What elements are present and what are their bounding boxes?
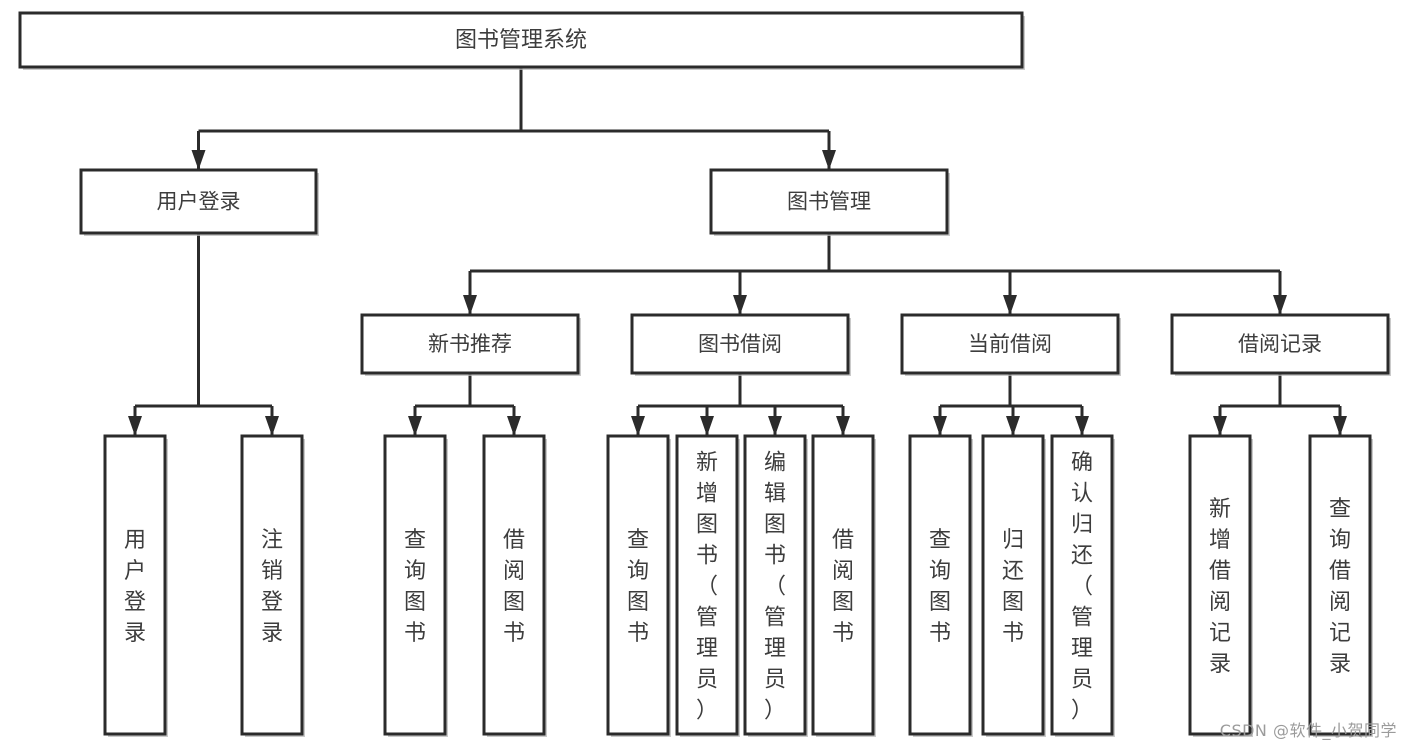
book-manage-arrow-1 xyxy=(733,295,747,315)
leaf-node-leaf-query-record[interactable] xyxy=(1310,436,1370,734)
leaf-node-leaf-query-book-1-rect xyxy=(383,434,447,736)
leaf-node-label-leaf-return-book: 归还图书 xyxy=(1002,528,1024,646)
level2-node-book-borrow[interactable] xyxy=(632,315,848,373)
leaf-node-leaf-borrow-book-1[interactable] xyxy=(484,436,544,734)
level1-node-label-book-manage: 图书管理 xyxy=(787,190,871,214)
root-arrow-0 xyxy=(191,150,206,170)
leaf-node-leaf-borrow-book-2[interactable] xyxy=(813,436,873,734)
leaf-node-label-leaf-query-book-1: 查询图书 xyxy=(404,528,426,646)
leaf-node-leaf-query-book-1[interactable] xyxy=(385,436,445,734)
leaf-node-label-leaf-logout: 注销登录 xyxy=(261,528,283,646)
root-node[interactable] xyxy=(20,13,1022,67)
current-borrow-arrow-2 xyxy=(1075,416,1089,436)
leaf-node-leaf-query-book-2-rect xyxy=(606,434,670,736)
level1-node-book-manage[interactable] xyxy=(711,170,947,233)
leaf-node-leaf-logout-rect xyxy=(240,434,304,736)
new-book-recommend-arrow-0 xyxy=(408,416,422,436)
user-login-arrow-1 xyxy=(265,416,279,436)
leaf-node-leaf-edit-book-rect xyxy=(743,434,807,736)
level2-node-book-borrow-rect xyxy=(630,313,850,375)
level2-node-borrow-record[interactable] xyxy=(1172,315,1388,373)
book-borrow-arrow-1 xyxy=(700,416,714,436)
leaf-node-leaf-user-login[interactable] xyxy=(105,436,165,734)
leaf-node-leaf-logout[interactable] xyxy=(242,436,302,734)
book-manage-arrow-2 xyxy=(1003,295,1017,315)
level2-node-new-book-recommend[interactable] xyxy=(362,315,578,373)
leaf-node-label-leaf-borrow-book-2: 借阅图书 xyxy=(832,528,854,646)
root-node-rect xyxy=(18,11,1024,69)
leaf-node-label-leaf-confirm-return: 确认归还（管理员） xyxy=(1071,451,1093,724)
user-login-arrow-0 xyxy=(128,416,142,436)
level1-node-book-manage-rect xyxy=(709,168,949,235)
level2-node-label-borrow-record: 借阅记录 xyxy=(1238,332,1322,356)
level2-node-current-borrow-rect xyxy=(900,313,1120,375)
leaf-node-label-leaf-query-record: 查询借阅记录 xyxy=(1329,497,1351,677)
leaf-node-leaf-return-book[interactable] xyxy=(983,436,1043,734)
connectors-layer xyxy=(128,67,1347,436)
root-arrow-1 xyxy=(822,150,836,170)
root-node-label: 图书管理系统 xyxy=(455,28,587,53)
leaf-node-leaf-confirm-return-rect xyxy=(1050,434,1114,736)
level2-node-borrow-record-rect xyxy=(1170,313,1390,375)
leaf-node-leaf-add-record[interactable] xyxy=(1190,436,1250,734)
level2-node-new-book-recommend-rect xyxy=(360,313,580,375)
leaf-node-label-leaf-borrow-book-1: 借阅图书 xyxy=(503,528,525,646)
book-borrow-arrow-2 xyxy=(768,416,782,436)
book-borrow-arrow-0 xyxy=(631,416,645,436)
book-borrow-arrow-3 xyxy=(836,416,850,436)
leaf-node-label-leaf-add-record: 新增借阅记录 xyxy=(1209,497,1231,677)
leaf-node-label-leaf-edit-book: 编辑图书（管理员） xyxy=(764,451,786,724)
leaf-node-leaf-confirm-return[interactable] xyxy=(1052,436,1112,734)
leaf-node-leaf-query-book-3-rect xyxy=(908,434,972,736)
leaf-node-leaf-add-record-rect xyxy=(1188,434,1252,736)
leaf-node-leaf-query-book-2[interactable] xyxy=(608,436,668,734)
nodes-layer: 图书管理系统用户登录图书管理新书推荐图书借阅当前借阅借阅记录用户登录注销登录查询… xyxy=(18,11,1391,737)
current-borrow-arrow-0 xyxy=(933,416,947,436)
level1-node-label-user-login: 用户登录 xyxy=(157,190,241,214)
leaf-node-leaf-query-book-3[interactable] xyxy=(910,436,970,734)
leaf-node-leaf-borrow-book-2-rect xyxy=(811,434,875,736)
level2-node-current-borrow[interactable] xyxy=(902,315,1118,373)
level1-node-user-login[interactable] xyxy=(81,170,316,233)
level2-node-label-current-borrow: 当前借阅 xyxy=(968,332,1052,356)
leaf-node-leaf-edit-book[interactable] xyxy=(745,436,805,734)
leaf-node-label-leaf-user-login: 用户登录 xyxy=(124,528,146,646)
level2-node-label-book-borrow: 图书借阅 xyxy=(698,332,782,356)
leaf-node-label-leaf-add-book: 新增图书（管理员） xyxy=(696,451,718,724)
leaf-node-leaf-user-login-rect xyxy=(103,434,167,736)
new-book-recommend-arrow-1 xyxy=(507,416,521,436)
leaf-node-leaf-add-book[interactable] xyxy=(677,436,737,734)
leaf-node-leaf-query-record-rect xyxy=(1308,434,1372,736)
borrow-record-arrow-0 xyxy=(1213,416,1227,436)
leaf-node-label-leaf-query-book-3: 查询图书 xyxy=(929,528,951,646)
borrow-record-arrow-1 xyxy=(1333,416,1347,436)
csdn-watermark: CSDN @软件_小贺同学 xyxy=(1219,721,1397,740)
leaf-node-label-leaf-query-book-2: 查询图书 xyxy=(627,528,649,646)
leaf-node-leaf-return-book-rect xyxy=(981,434,1045,736)
level1-node-user-login-rect xyxy=(79,168,318,235)
leaf-node-leaf-add-book-rect xyxy=(675,434,739,736)
leaf-node-leaf-borrow-book-1-rect xyxy=(482,434,546,736)
book-manage-arrow-3 xyxy=(1273,295,1287,315)
book-manage-arrow-0 xyxy=(463,295,477,315)
current-borrow-arrow-1 xyxy=(1006,416,1020,436)
level2-node-label-new-book-recommend: 新书推荐 xyxy=(428,332,512,356)
